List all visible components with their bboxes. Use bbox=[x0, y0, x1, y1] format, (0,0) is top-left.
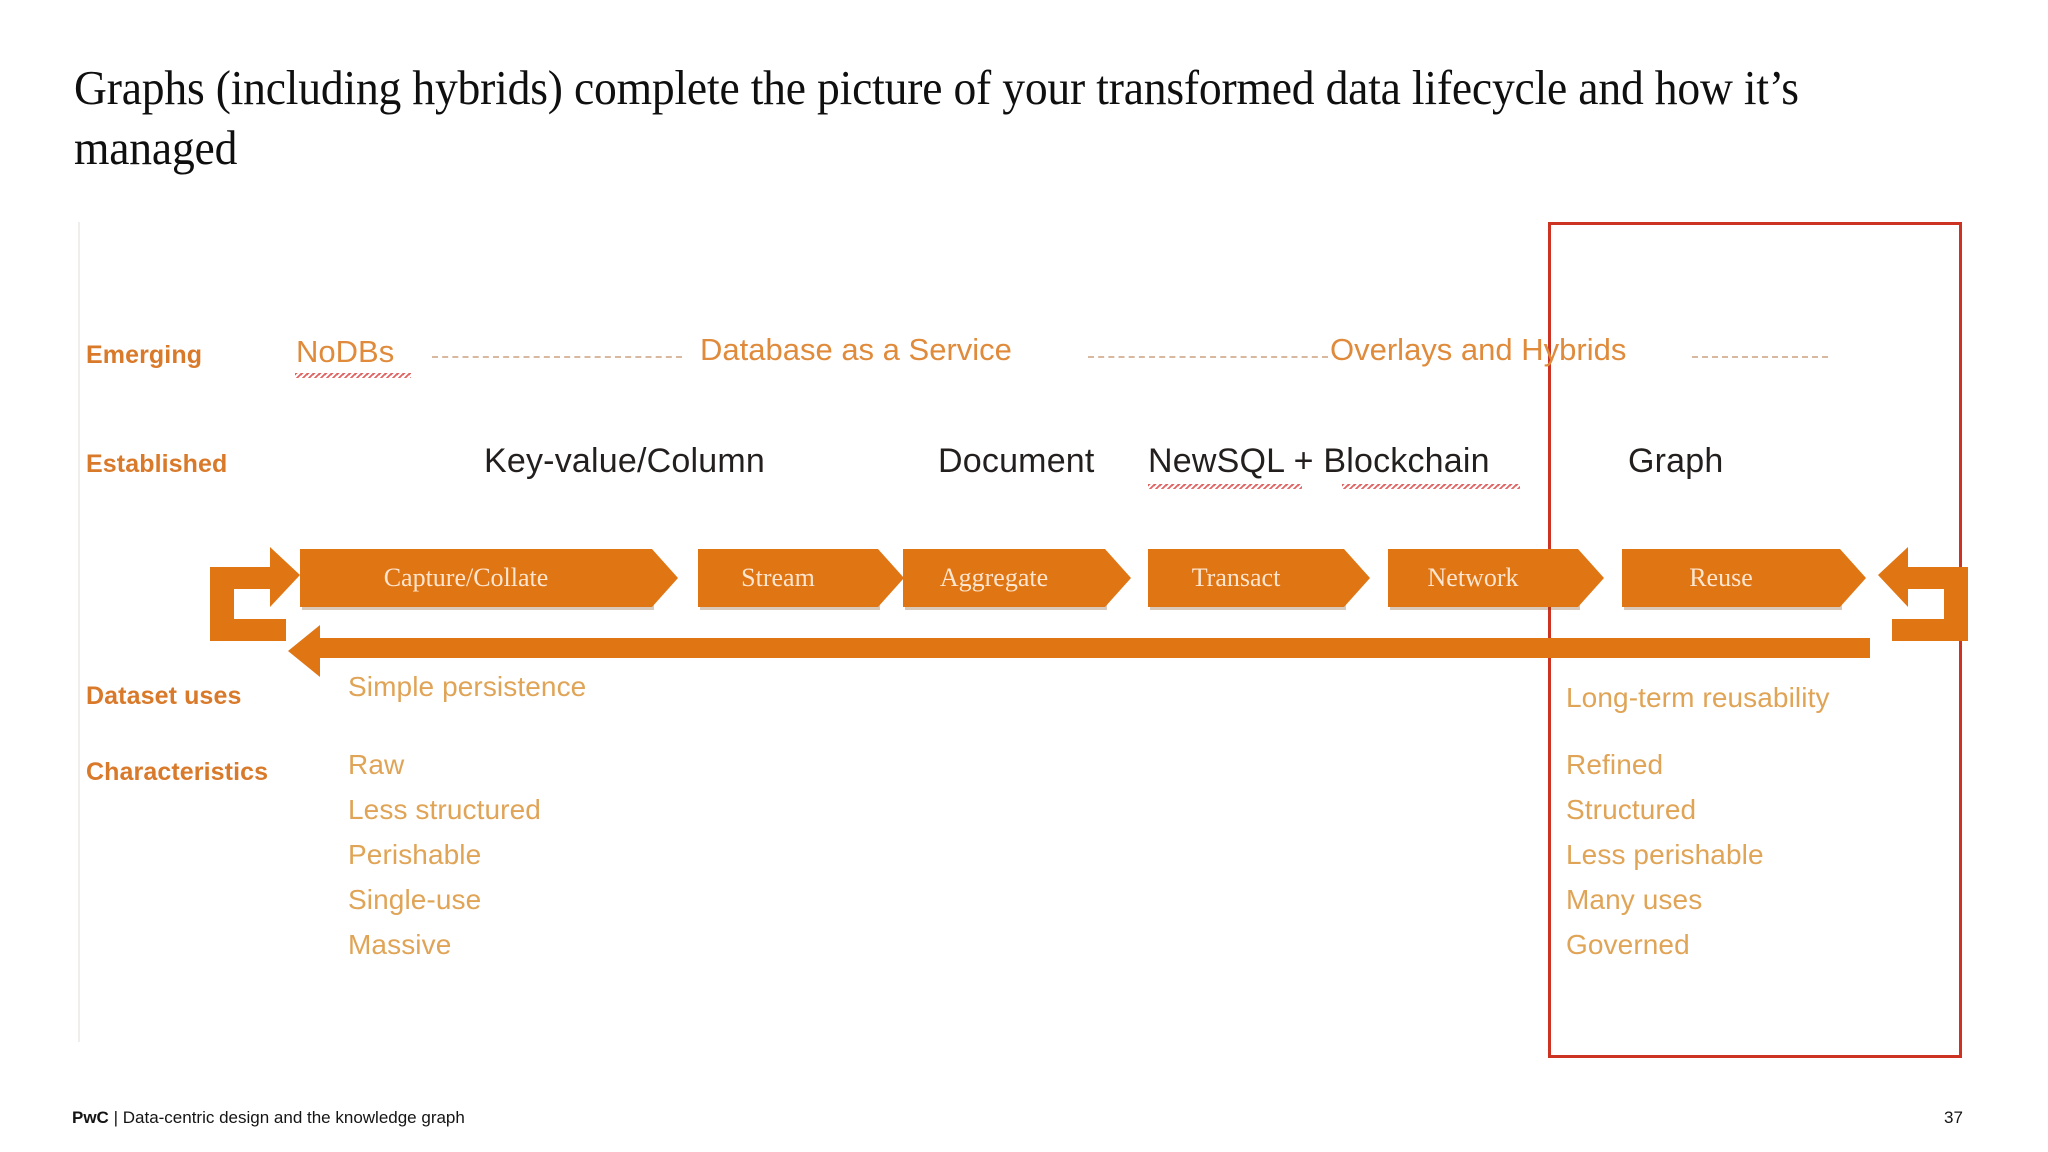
spellcheck-underline-icon bbox=[1148, 484, 1302, 489]
pipeline-stage-transact[interactable]: Transact bbox=[1148, 549, 1370, 607]
connector-dash-1 bbox=[432, 356, 682, 358]
page-title: Graphs (including hybrids) complete the … bbox=[74, 60, 1799, 175]
pipeline-stage-capture-collate[interactable]: Capture/Collate bbox=[300, 549, 678, 607]
return-arrow-bar bbox=[320, 638, 1870, 658]
pipeline-stage-label: Reuse bbox=[1689, 563, 1753, 592]
characteristics-left-item-4: Massive bbox=[348, 929, 452, 960]
pipeline-stage-aggregate[interactable]: Aggregate bbox=[903, 549, 1131, 607]
emerging-item-dbaas: Database as a Service bbox=[700, 332, 1012, 367]
characteristics-right-item-4: Governed bbox=[1566, 929, 1690, 960]
pipeline-stage-reuse[interactable]: Reuse bbox=[1622, 549, 1866, 607]
footer-brand: PwC bbox=[72, 1108, 109, 1127]
connector-dash-3 bbox=[1692, 356, 1828, 358]
characteristics-left-item-1: Less structured bbox=[348, 794, 541, 825]
return-arrow-left-icon bbox=[288, 625, 320, 677]
characteristics-left-item-0: Raw bbox=[348, 749, 405, 780]
pipeline-stage-label: Stream bbox=[741, 563, 815, 592]
footer-deck-title: Data-centric design and the knowledge gr… bbox=[122, 1108, 465, 1127]
established-item-graph: Graph bbox=[1628, 442, 1724, 480]
emerging-item-nodbs: NoDBs bbox=[296, 334, 395, 369]
dataset-uses-right-value: Long-term reusability bbox=[1566, 682, 1830, 713]
row-label-established: Established bbox=[86, 450, 228, 478]
established-item-document: Document bbox=[938, 442, 1095, 480]
pipeline-stage-network[interactable]: Network bbox=[1388, 549, 1604, 607]
emerging-item-overlays-hybrids: Overlays and Hybrids bbox=[1330, 332, 1627, 367]
established-item-newsql-blockchain: NewSQL + Blockchain bbox=[1148, 442, 1490, 480]
pipeline-stage-stream[interactable]: Stream bbox=[698, 549, 904, 607]
characteristics-right-item-2: Less perishable bbox=[1566, 839, 1764, 870]
loop-arrow-right-icon bbox=[1878, 547, 1968, 641]
spellcheck-underline-icon bbox=[295, 373, 411, 378]
characteristics-left-item-2: Perishable bbox=[348, 839, 482, 870]
connector-dash-2 bbox=[1088, 356, 1328, 358]
characteristics-left-item-3: Single-use bbox=[348, 884, 482, 915]
page-number: 37 bbox=[1944, 1108, 1963, 1127]
diagram-left-rule bbox=[78, 222, 80, 1042]
characteristics-right-item-1: Structured bbox=[1566, 794, 1697, 825]
established-item-key-value-column: Key-value/Column bbox=[484, 442, 765, 480]
spellcheck-underline-icon bbox=[1342, 484, 1520, 489]
row-label-dataset-uses: Dataset uses bbox=[86, 682, 242, 710]
footer: PwC | Data-centric design and the knowle… bbox=[72, 1108, 465, 1128]
characteristics-right-item-3: Many uses bbox=[1566, 884, 1703, 915]
pipeline-stage-label: Network bbox=[1427, 563, 1519, 592]
pipeline-stage-label: Capture/Collate bbox=[383, 563, 549, 592]
footer-separator: | bbox=[113, 1108, 118, 1127]
row-label-emerging: Emerging bbox=[86, 341, 203, 369]
row-label-characteristics: Characteristics bbox=[86, 758, 269, 786]
pipeline-stage-label: Aggregate bbox=[939, 563, 1049, 592]
characteristics-right-item-0: Refined bbox=[1566, 749, 1664, 780]
loop-arrow-left-icon bbox=[210, 547, 300, 641]
dataset-uses-left-value: Simple persistence bbox=[348, 671, 587, 702]
pipeline-stage-label: Transact bbox=[1191, 563, 1281, 592]
